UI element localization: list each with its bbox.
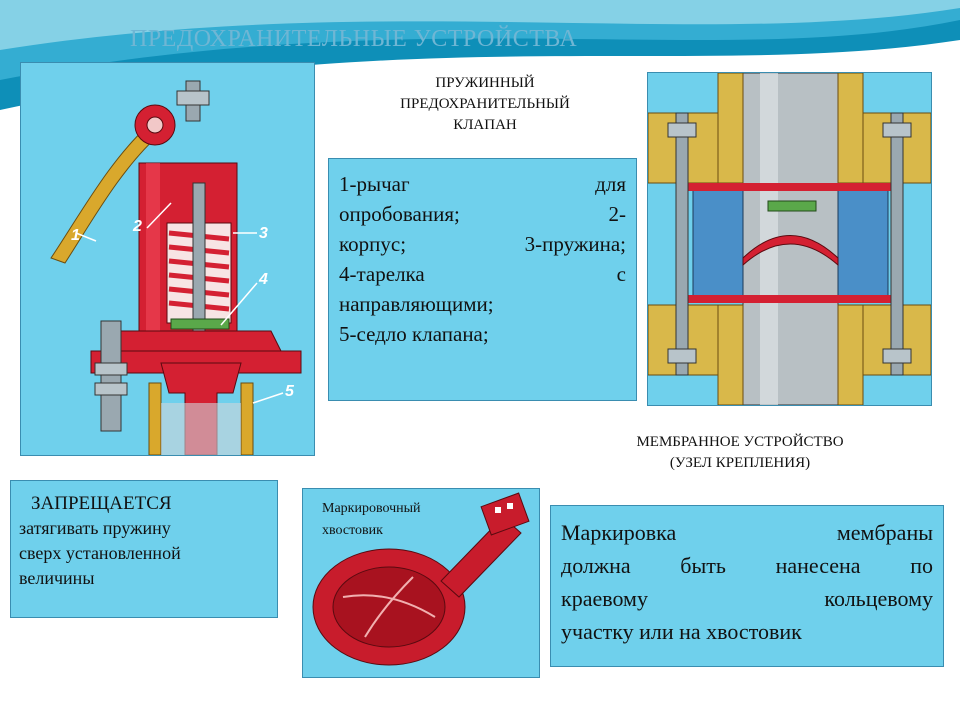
membrane-caption-line: (УЗЕЛ КРЕПЛЕНИЯ) [669,455,811,471]
marking-line: Маркировка мембраны [561,520,933,545]
valve-caption-line: КЛАПАН [453,117,517,133]
valve-caption: ПРУЖИННЫЙ ПРЕДОХРАНИТЕЛЬНЫЙ КЛАПАН [330,73,640,136]
callout-4: 4 [259,271,268,288]
valve-legend: 1-рычаг для опробования; 2- корпус; 3-пр… [328,158,637,401]
valve-caption-line: ПРУЖИННЫЙ [435,75,535,91]
photo-label-line: хвостовик [322,523,383,538]
membrane-caption-line: МЕМБРАННОЕ УСТРОЙСТВО [636,434,844,450]
legend-line: опробования; 2- [339,202,626,226]
legend-line: 1-рычаг для [339,172,626,196]
wave-header-decoration [0,0,960,110]
warning-line: сверх установленной [19,543,181,563]
spring-valve-illustration [50,80,302,455]
legend-line: 4-тарелка с [339,262,626,286]
membrane-caption: МЕМБРАННОЕ УСТРОЙСТВО (УЗЕЛ КРЕПЛЕНИЯ) [560,432,920,474]
membrane-assembly-drawing [647,72,932,406]
spring-valve-drawing: 1 2 3 4 5 [20,62,315,456]
callout-5: 5 [285,383,294,400]
callout-1: 1 [71,227,80,244]
legend-line: корпус; 3-пружина; [339,232,626,256]
marking-line: должна быть нанесена по [561,553,933,578]
marking-line: участку или на хвостовик [561,619,802,644]
callout-2: 2 [133,218,142,235]
warning-line: затягивать пружину [19,518,171,538]
warning-box: ЗАПРЕЩАЕТСЯ затягивать пружину сверх уст… [10,480,278,618]
legend-line: направляющими; [339,292,494,316]
valve-caption-line: ПРЕДОХРАНИТЕЛЬНЫЙ [400,96,570,112]
slide-title: ПРЕДОХРАНИТЕЛЬНЫЕ УСТРОЙСТВА [130,26,578,52]
marking-tab-label: Маркировочный хвостовик [322,498,482,542]
membrane-assembly-illustration [648,73,931,405]
photo-label-line: Маркировочный [322,501,421,516]
membrane-photo [302,488,540,678]
membrane-illustration [312,492,530,666]
warning-line: величины [19,568,95,588]
warning-title: ЗАПРЕЩАЕТСЯ [31,493,172,514]
callout-3: 3 [259,225,268,242]
marking-box: Маркировка мембраны должна быть нанесена… [550,505,944,667]
legend-line: 5-седло клапана; [339,322,489,346]
marking-line: краевому кольцевому [561,586,933,611]
